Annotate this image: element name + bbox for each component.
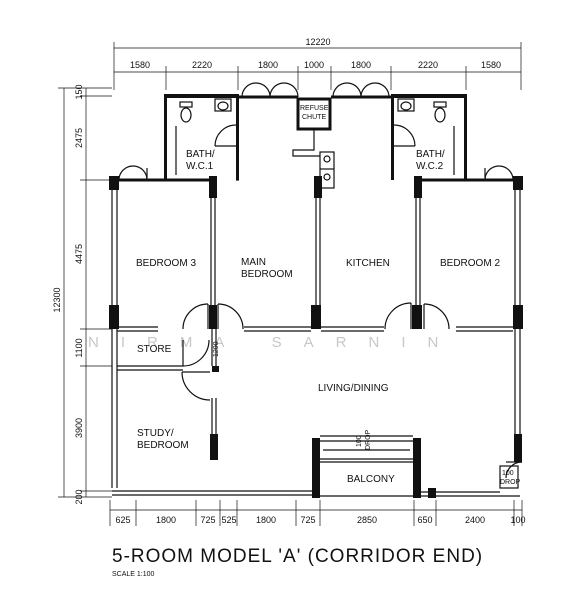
bath1-label-line2: W.C.1 bbox=[186, 161, 214, 172]
balcony-drop-value: 100 bbox=[356, 435, 363, 447]
top-dim-3: 1800 bbox=[258, 60, 278, 70]
top-dimensions: 12220 1580 2220 1800 1000 1800 2220 1580 bbox=[113, 37, 522, 90]
left-dim-6: 200 bbox=[74, 489, 84, 504]
walls bbox=[109, 94, 523, 498]
bedroom2-label: BEDROOM 2 bbox=[440, 258, 500, 269]
kitchen-label: KITCHEN bbox=[346, 258, 390, 269]
bottom-dim-10: 100 bbox=[510, 515, 525, 525]
main-bedroom-label-line1: MAIN bbox=[241, 257, 266, 268]
left-dimensions: 12300 150 2475 4475 1100 3900 200 bbox=[52, 84, 112, 505]
bottom-dim-1: 625 bbox=[115, 515, 130, 525]
doors bbox=[118, 82, 523, 479]
balcony-label: BALCONY bbox=[347, 474, 395, 485]
overall-width-label: 12220 bbox=[305, 37, 330, 47]
left-dim-5: 3900 bbox=[74, 418, 84, 438]
top-dim-7: 1580 bbox=[481, 60, 501, 70]
top-dim-5: 1800 bbox=[351, 60, 371, 70]
left-dim-3: 4475 bbox=[74, 244, 84, 264]
bath2-label-line2: W.C.2 bbox=[416, 161, 444, 172]
bottom-dim-9: 2400 bbox=[465, 515, 485, 525]
study-label-line1: STUDY/ bbox=[137, 428, 174, 439]
balcony-drop-label: DROP bbox=[365, 429, 372, 450]
watermark: NIRMA SARNIN bbox=[88, 334, 460, 351]
bottom-dim-5: 1800 bbox=[256, 515, 276, 525]
left-dim-1: 150 bbox=[74, 84, 84, 99]
plan-title: 5-ROOM MODEL 'A' (CORRIDOR END) bbox=[112, 546, 483, 567]
bottom-dim-7: 2850 bbox=[357, 515, 377, 525]
plan-scale: SCALE 1:100 bbox=[112, 571, 155, 578]
top-dim-2: 2220 bbox=[192, 60, 212, 70]
study-label-line2: BEDROOM bbox=[137, 440, 189, 451]
store-door-dim: 1200 bbox=[213, 341, 220, 357]
bottom-dim-2: 1800 bbox=[156, 515, 176, 525]
bottom-dim-6: 725 bbox=[300, 515, 315, 525]
bath2-label-line1: BATH/ bbox=[416, 149, 445, 160]
bedroom3-label: BEDROOM 3 bbox=[136, 258, 196, 269]
top-dim-1: 1580 bbox=[130, 60, 150, 70]
bottom-dimensions: 625 1800 725 525 1800 725 2850 650 2400 … bbox=[109, 500, 526, 526]
refuse-label-line1: REFUSE bbox=[300, 105, 329, 112]
corner-drop-label: DROP bbox=[500, 479, 521, 486]
refuse-label-line2: CHUTE bbox=[302, 114, 326, 121]
overall-height-label: 12300 bbox=[52, 287, 62, 312]
room-labels: BATH/ W.C.1 BATH/ W.C.2 REFUSE CHUTE BED… bbox=[136, 105, 521, 486]
fixtures bbox=[175, 97, 519, 489]
living-dining-label: LIVING/DINING bbox=[318, 383, 389, 394]
left-dim-2: 2475 bbox=[74, 128, 84, 148]
bottom-dim-3: 725 bbox=[200, 515, 215, 525]
store-label: STORE bbox=[137, 344, 172, 355]
bottom-dim-4: 525 bbox=[221, 515, 236, 525]
left-dim-4: 1100 bbox=[74, 338, 84, 357]
main-bedroom-label-line2: BEDROOM bbox=[241, 269, 293, 280]
bath1-label-line1: BATH/ bbox=[186, 149, 215, 160]
top-dim-4: 1000 bbox=[304, 60, 324, 70]
bottom-dim-8: 650 bbox=[417, 515, 432, 525]
corner-drop-value: 100 bbox=[502, 470, 514, 477]
top-dim-6: 2220 bbox=[418, 60, 438, 70]
